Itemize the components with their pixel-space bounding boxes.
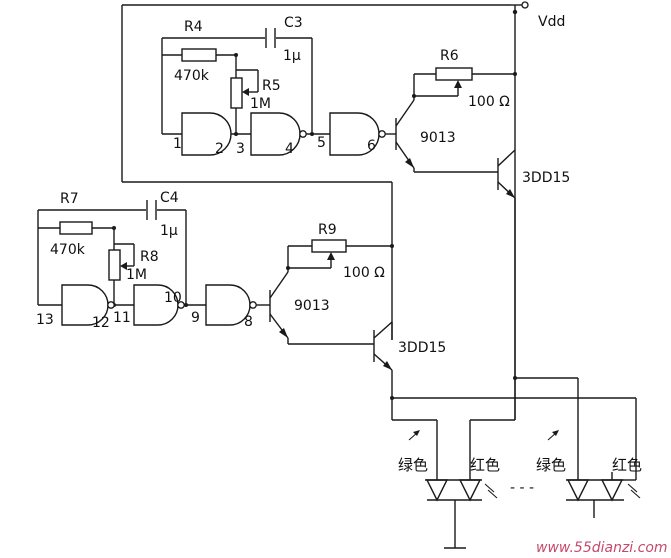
led-output (390, 232, 641, 549)
pin-8: 8 (244, 314, 253, 330)
c3-label: C3 (284, 15, 303, 31)
r8-body (108, 249, 121, 281)
green-label-1: 绿色 (398, 456, 428, 474)
green-led-1 (425, 479, 449, 502)
watermark: www.55dianzi.com (536, 540, 668, 556)
red-led-2 (600, 479, 624, 502)
r7-body (59, 221, 93, 235)
r5-value: 1M (250, 96, 271, 112)
oscillator-2 (37, 200, 270, 326)
r8-label: R8 (140, 249, 159, 265)
pin-3: 3 (236, 141, 245, 157)
r4-body (181, 48, 217, 62)
vdd-label: Vdd (538, 14, 565, 30)
r7-label: R7 (60, 191, 79, 207)
nand-gate-1 (181, 112, 232, 156)
red-label-2: 红色 (612, 456, 642, 474)
c3-value: 1μ (283, 48, 301, 64)
pin-5: 5 (317, 135, 326, 151)
pin-9: 9 (191, 310, 200, 326)
q2-label: 3DD15 (522, 170, 570, 186)
pin-10: 10 (164, 290, 182, 306)
q3-label: 9013 (294, 298, 330, 314)
red-label-1: 红色 (470, 456, 500, 474)
q4-label: 3DD15 (398, 340, 446, 356)
r6-value: 100 Ω (468, 94, 510, 110)
pin-12: 12 (92, 315, 110, 331)
r9-label: R9 (318, 222, 337, 238)
vdd-rail (121, 1, 529, 420)
driver-stage-2 (269, 239, 394, 420)
pin-6: 6 (367, 138, 376, 154)
r6-label: R6 (440, 48, 459, 64)
pin-4: 4 (285, 141, 294, 157)
c4-value: 1μ (160, 223, 178, 239)
r9-body (311, 239, 347, 253)
c4-label: C4 (160, 190, 179, 206)
green-led-2 (566, 479, 590, 502)
r6-body (435, 67, 473, 81)
r4-label: R4 (184, 19, 203, 35)
driver-stage-1 (395, 67, 517, 232)
led-ellipsis: - - - (510, 480, 534, 496)
pin-2: 2 (215, 141, 224, 157)
pin-13: 13 (36, 312, 54, 328)
oscillator-1 (161, 28, 396, 156)
r4-value: 470k (174, 68, 210, 84)
pin-1: 1 (173, 136, 182, 152)
r5-body (230, 77, 243, 109)
r8-value: 1M (126, 267, 147, 283)
red-led-1 (458, 479, 482, 502)
q1-label: 9013 (420, 130, 456, 146)
r7-value: 470k (50, 242, 86, 258)
pin-11: 11 (113, 310, 131, 326)
green-label-2: 绿色 (536, 456, 566, 474)
r5-label: R5 (262, 78, 281, 94)
r9-value: 100 Ω (343, 265, 385, 281)
